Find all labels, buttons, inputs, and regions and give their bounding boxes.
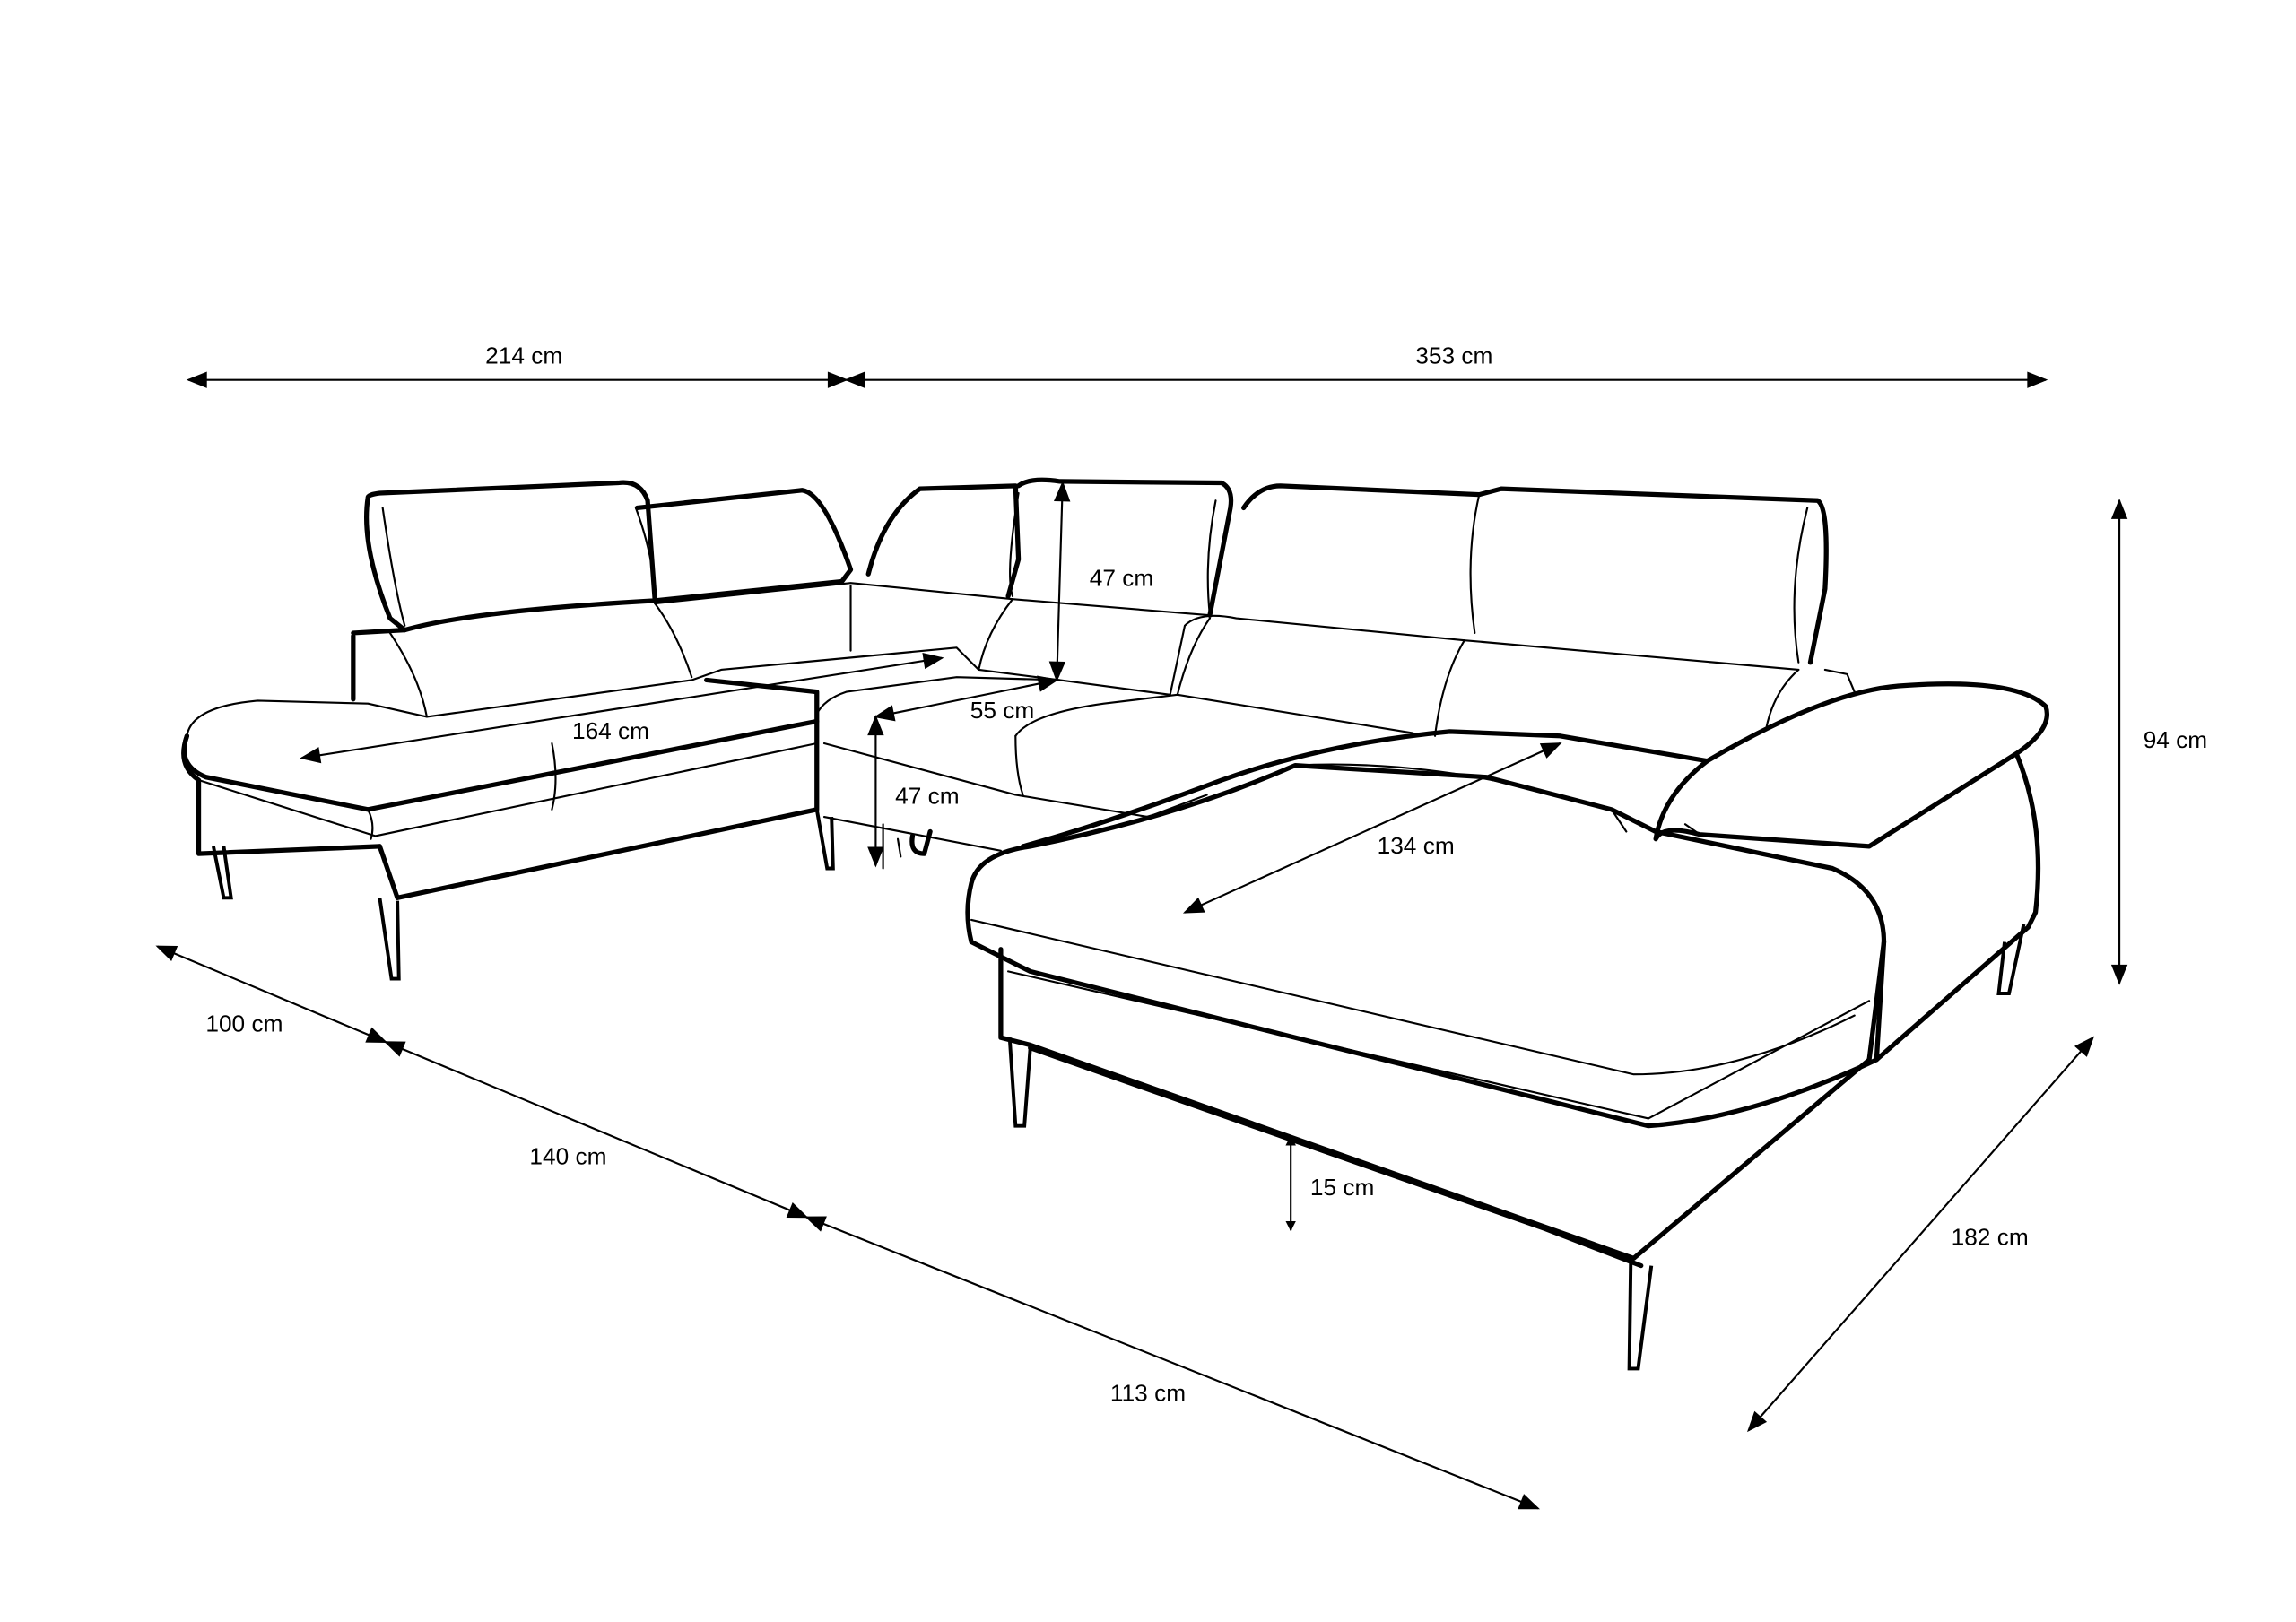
label-182: 182 cm (1952, 1224, 2029, 1251)
dim-arrow-113 (804, 1216, 1541, 1510)
label-353: 353 cm (1415, 343, 1492, 369)
label-94: 94 cm (2144, 726, 2207, 753)
dim-arrow-164 (300, 652, 944, 764)
label-214: 214 cm (485, 343, 562, 369)
dim-arrow-headrest-47 (1048, 481, 1071, 682)
label-113: 113 cm (1110, 1380, 1186, 1407)
dim-arrow-100 (155, 945, 388, 1044)
dim-arrow-134 (1182, 742, 1562, 914)
label-headrest-47: 47 cm (1090, 564, 1153, 591)
dim-arrow-140 (383, 1041, 809, 1219)
dim-arrow-182 (1747, 1036, 2095, 1433)
dimension-labels: 214 cm 353 cm 94 cm 47 cm 55 cm 47 cm 16… (205, 343, 2207, 1407)
dimension-lines (155, 371, 2128, 1510)
label-100: 100 cm (205, 1010, 283, 1037)
sofa-outline (181, 477, 2049, 1371)
label-55: 55 cm (970, 697, 1034, 724)
label-134: 134 cm (1378, 832, 1455, 859)
label-164: 164 cm (572, 717, 649, 744)
label-140: 140 cm (529, 1142, 606, 1169)
label-15: 15 cm (1310, 1174, 1374, 1201)
label-seat-47: 47 cm (895, 782, 959, 809)
